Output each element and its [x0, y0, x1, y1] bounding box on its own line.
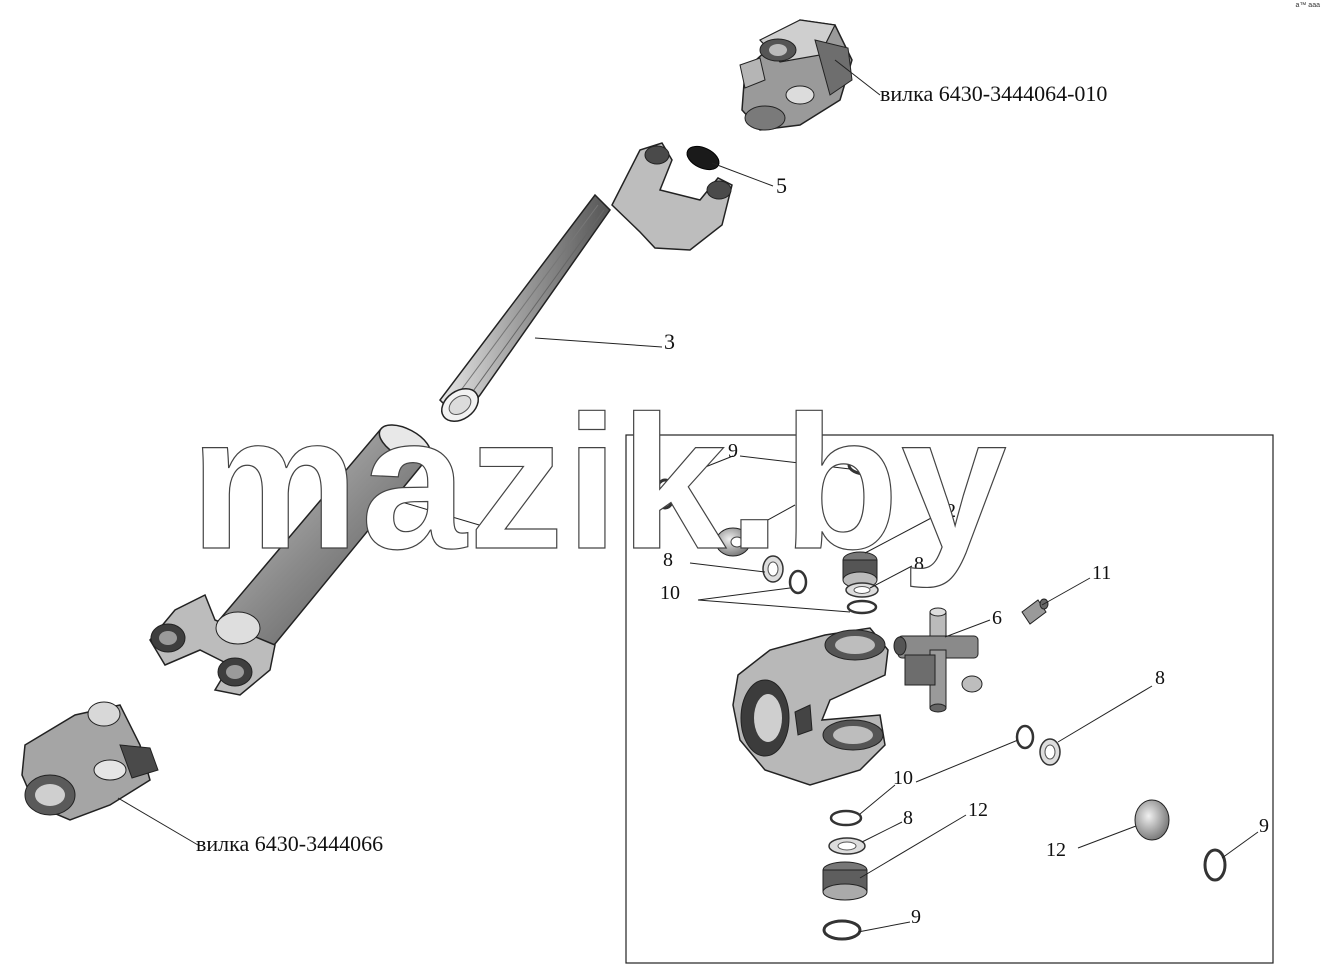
label-11: 11 [1092, 562, 1111, 584]
part-10-ring-b [846, 599, 878, 615]
label-12b: 12 [936, 500, 956, 522]
label-8a: 8 [663, 549, 673, 571]
part-5-disc [686, 145, 720, 171]
label-12a: 12 [797, 491, 817, 513]
detail-fork-yoke [732, 627, 889, 786]
part-9-circlip-a [654, 478, 676, 510]
part-8-washer-b [845, 582, 879, 598]
leader-3 [534, 337, 663, 348]
leader-11 [1041, 577, 1091, 606]
label-fork-top: вилка 6430-3444064-010 [880, 81, 1107, 106]
leader-9c [857, 921, 911, 933]
part-8-washer-d [828, 837, 866, 855]
part-6-cross [893, 607, 983, 713]
label-3: 3 [664, 329, 675, 354]
watermark-text: mazik.by [190, 377, 1009, 589]
fork-bottom-assembly [21, 701, 159, 821]
part-12-cap-d [1134, 799, 1170, 841]
fork-top-assembly [739, 19, 853, 131]
leader-5 [711, 162, 774, 187]
corner-mark: а™ ааа [1295, 2, 1320, 9]
label-fork-bottom: вилка 6430-3444066 [196, 831, 383, 856]
label-10a: 10 [660, 582, 680, 604]
leader-fork-top [834, 59, 881, 96]
leader-9a-2 [739, 455, 851, 470]
part-4-tube [149, 424, 432, 696]
label-8d: 8 [903, 807, 913, 829]
label-12d: 12 [1046, 839, 1066, 861]
part-10-ring-c [1015, 724, 1035, 750]
leader-12a [745, 504, 796, 533]
leader-8a [689, 562, 766, 573]
label-10b: 10 [893, 767, 913, 789]
label-8b: 8 [914, 553, 924, 575]
leader-8c [1057, 685, 1153, 743]
part-3-splined-shaft [439, 142, 733, 422]
part-12-cap-c [822, 861, 868, 901]
leader-12b [864, 515, 936, 554]
leader-8d [861, 821, 903, 843]
part-11-grease-nipple [1021, 598, 1049, 625]
leader-4 [384, 496, 497, 531]
leader-10a-1 [697, 587, 791, 601]
label-9c: 9 [911, 906, 921, 928]
label-8c: 8 [1155, 667, 1165, 689]
part-9-circlip-c [1203, 848, 1227, 882]
label-4: 4 [498, 514, 509, 539]
leader-fork-bottom [117, 797, 199, 846]
leader-6 [944, 619, 991, 638]
leader-9a [669, 455, 734, 482]
part-9-circlip-d [822, 919, 862, 941]
part-12-cap-a [715, 527, 751, 557]
detail-frame [625, 434, 1274, 964]
label-5: 5 [776, 173, 787, 198]
label-9b: 9 [1259, 815, 1269, 837]
leader-10a-2 [697, 599, 851, 613]
label-9a: 9 [728, 440, 738, 462]
part-8-washer-a [762, 555, 784, 583]
leader-9b [1221, 831, 1259, 859]
leader-10b-2 [859, 784, 896, 815]
leader-8b [869, 565, 913, 589]
leader-12d [1077, 825, 1137, 849]
part-10-ring-a [788, 569, 808, 595]
part-10-ring-d [829, 809, 863, 827]
leader-10b-1 [915, 739, 1019, 783]
part-8-washer-c [1039, 738, 1061, 766]
part-9-circlip-b [847, 454, 885, 476]
label-6: 6 [992, 607, 1002, 629]
label-12c: 12 [968, 799, 988, 821]
leader-12c [859, 814, 967, 879]
